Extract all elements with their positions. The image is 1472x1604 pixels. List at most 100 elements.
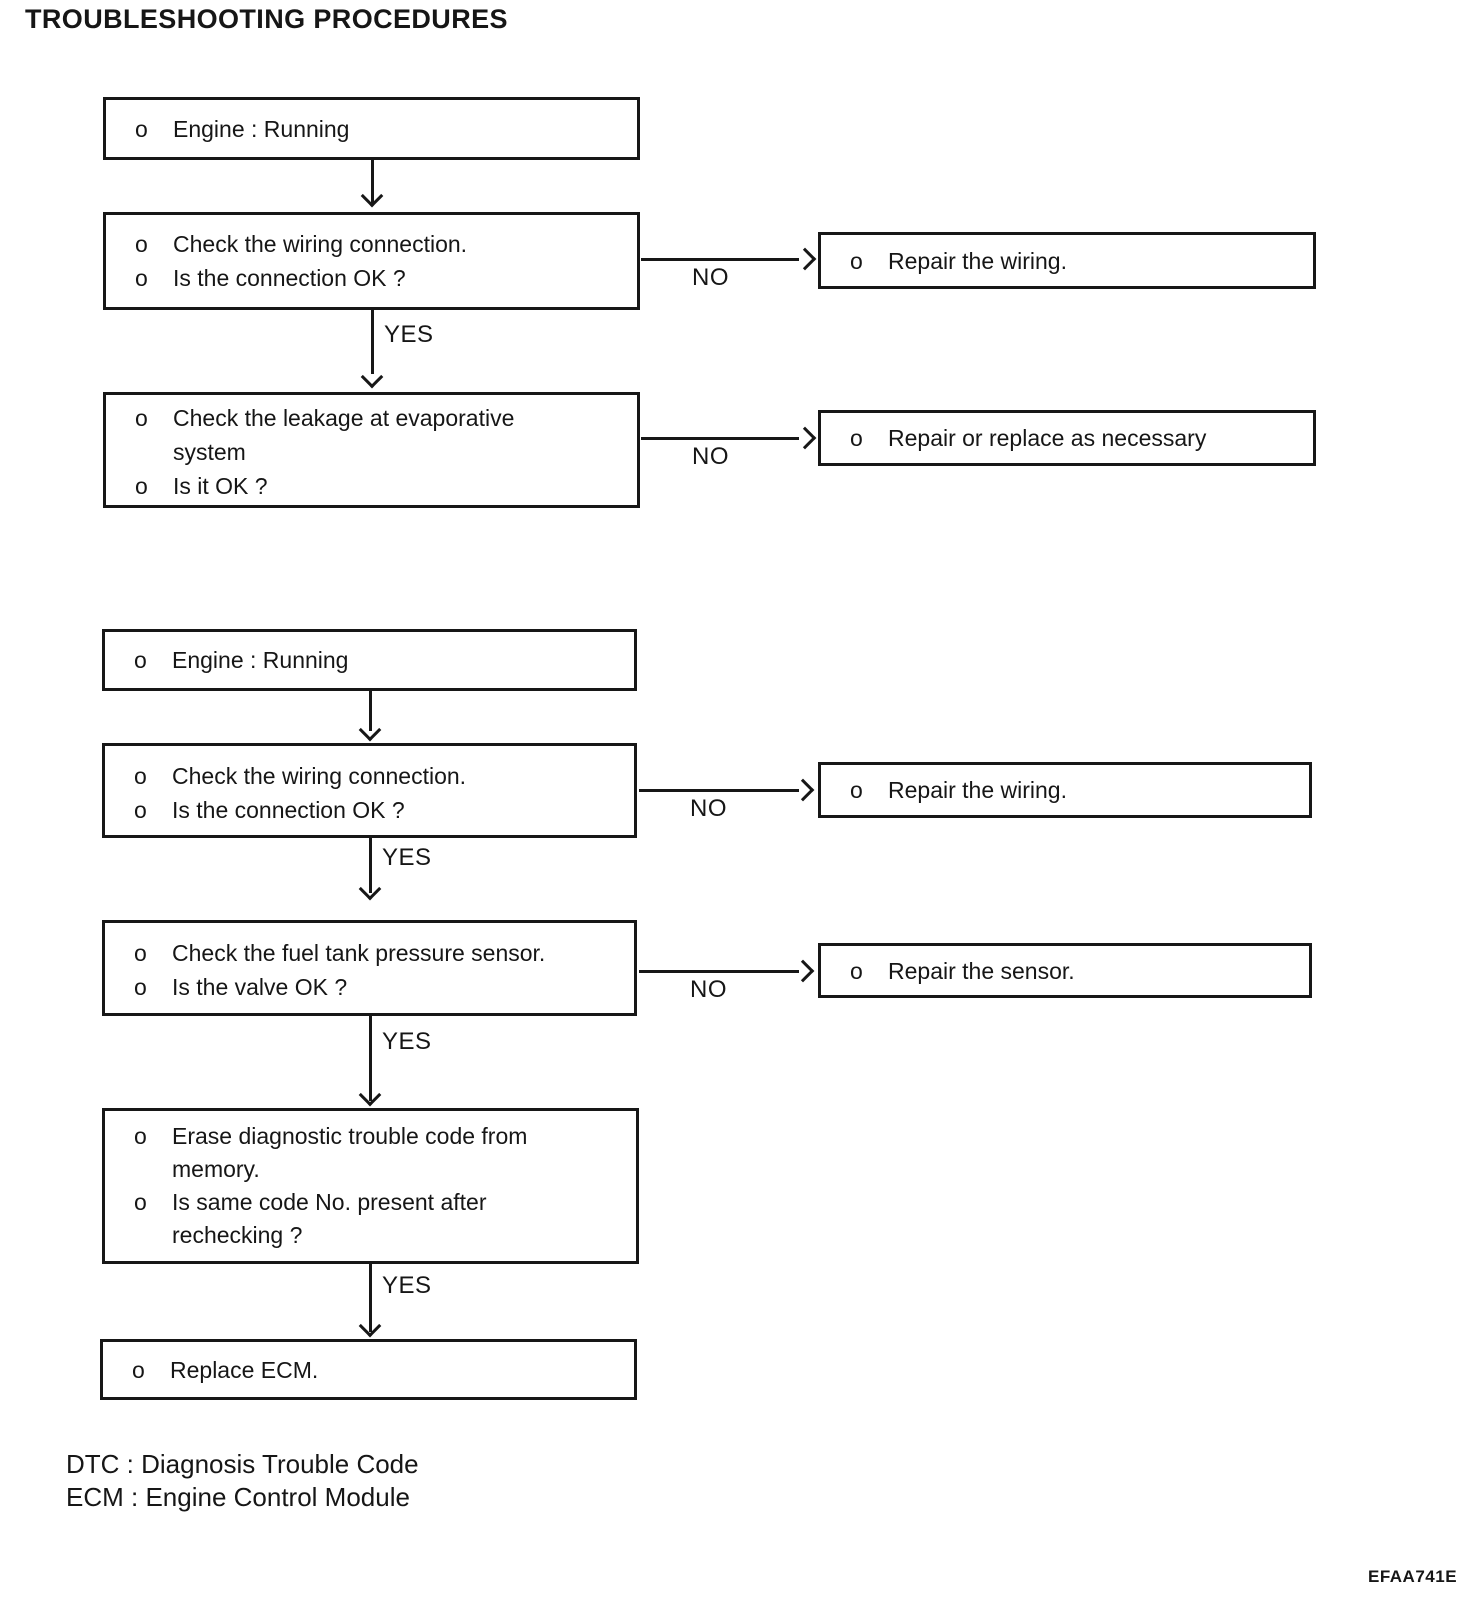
step-item: o Check the leakage at evaporative syste… bbox=[106, 401, 637, 469]
step-text-line: rechecking ? bbox=[172, 1222, 303, 1248]
step-text: Is it OK ? bbox=[173, 473, 268, 499]
bullet-marker: o bbox=[134, 797, 147, 823]
step-item: o Check the wiring connection. bbox=[105, 759, 634, 793]
step-item: o Is the connection OK ? bbox=[106, 261, 637, 295]
step-text: Engine : Running bbox=[172, 647, 349, 673]
flow2-yes2-head bbox=[358, 1083, 382, 1107]
flow2-no2-head bbox=[791, 959, 815, 983]
page-title: TROUBLESHOOTING PROCEDURES bbox=[25, 4, 508, 34]
step-text-line: Check the leakage at evaporative bbox=[173, 405, 515, 431]
step-item: o Is it OK ? bbox=[106, 469, 637, 503]
step-text: Engine : Running bbox=[173, 115, 350, 142]
flow2-yes3-head bbox=[358, 1314, 382, 1338]
step-text-line: system bbox=[173, 439, 246, 465]
step-item: o Is same code No. present after recheck… bbox=[105, 1186, 636, 1252]
step-text: Is the connection OK ? bbox=[172, 797, 405, 823]
step-item: o Engine : Running bbox=[106, 112, 637, 146]
step-item: o Repair the sensor. bbox=[821, 954, 1309, 988]
bullet-marker: o bbox=[135, 265, 148, 291]
footnote-dtc: DTC : Diagnosis Trouble Code bbox=[66, 1449, 419, 1479]
bullet-marker: o bbox=[850, 777, 863, 803]
step-text: Check the fuel tank pressure sensor. bbox=[172, 940, 546, 966]
bullet-marker: o bbox=[135, 231, 148, 257]
flow2-engine-box: o Engine : Running bbox=[102, 629, 637, 691]
no-label: NO bbox=[690, 795, 727, 822]
step-text: Repair the wiring. bbox=[888, 777, 1067, 803]
bullet-marker: o bbox=[850, 425, 863, 451]
flow1-yes1-head bbox=[360, 365, 384, 389]
bullet-marker: o bbox=[134, 1189, 147, 1215]
flow1-no2-line bbox=[641, 437, 799, 440]
flow2-yes2-stem bbox=[369, 1016, 372, 1101]
flow2-check-sensor-box: o Check the fuel tank pressure sensor. o… bbox=[102, 920, 637, 1016]
step-text: Replace ECM. bbox=[170, 1356, 319, 1383]
step-item: o Replace ECM. bbox=[103, 1353, 634, 1387]
flow1-engine-box: o Engine : Running bbox=[103, 97, 640, 160]
no-label: NO bbox=[690, 976, 727, 1003]
yes-label: YES bbox=[382, 1028, 432, 1055]
step-text: Check the wiring connection. bbox=[173, 231, 468, 257]
bullet-marker: o bbox=[135, 115, 148, 142]
step-text: Repair the wiring. bbox=[888, 247, 1067, 274]
flow2-arrow1-head bbox=[358, 718, 382, 742]
flow1-yes1-stem bbox=[371, 310, 374, 374]
yes-label: YES bbox=[384, 321, 434, 348]
step-text: Repair or replace as necessary bbox=[888, 425, 1207, 451]
flow1-arrow1-stem bbox=[371, 160, 374, 203]
step-item: o Erase diagnostic trouble code from mem… bbox=[105, 1120, 636, 1186]
bullet-marker: o bbox=[850, 247, 863, 274]
no-label: NO bbox=[692, 443, 729, 470]
bullet-marker: o bbox=[134, 763, 147, 789]
flow2-no1-head bbox=[791, 778, 815, 802]
step-item: o Check the wiring connection. bbox=[106, 227, 637, 261]
bullet-marker: o bbox=[134, 1123, 147, 1149]
flow2-no2-line bbox=[639, 970, 799, 973]
step-text: Check the leakage at evaporative system bbox=[173, 401, 514, 469]
flow2-yes3-stem bbox=[369, 1264, 372, 1332]
flow1-no1-head bbox=[793, 247, 817, 271]
bullet-marker: o bbox=[134, 940, 147, 966]
step-text: Is the connection OK ? bbox=[173, 265, 406, 291]
step-text: Repair the sensor. bbox=[888, 957, 1075, 984]
flow1-no1-line bbox=[641, 258, 799, 261]
flow2-repair-wiring-box: o Repair the wiring. bbox=[818, 762, 1312, 818]
flow2-arrow1-stem bbox=[369, 691, 372, 731]
flow2-check-wiring-box: o Check the wiring connection. o Is the … bbox=[102, 743, 637, 838]
step-text: Erase diagnostic trouble code from memor… bbox=[172, 1120, 527, 1186]
yes-label: YES bbox=[382, 1272, 432, 1299]
step-item: o Repair or replace as necessary bbox=[821, 421, 1313, 455]
bullet-marker: o bbox=[850, 957, 863, 984]
no-label: NO bbox=[692, 264, 729, 291]
step-text: Check the wiring connection. bbox=[172, 763, 467, 789]
flow2-replace-ecm-box: o Replace ECM. bbox=[100, 1339, 637, 1400]
step-item: o Repair the wiring. bbox=[821, 773, 1309, 807]
bullet-marker: o bbox=[135, 473, 148, 499]
flow2-yes1-stem bbox=[369, 838, 372, 893]
step-item: o Check the fuel tank pressure sensor. bbox=[105, 936, 634, 970]
step-text: Is same code No. present after recheckin… bbox=[172, 1186, 487, 1252]
footnote-ecm: ECM : Engine Control Module bbox=[66, 1482, 410, 1512]
step-text: Is the valve OK ? bbox=[172, 974, 348, 1000]
step-item: o Is the connection OK ? bbox=[105, 793, 634, 827]
flow2-yes1-head bbox=[358, 877, 382, 901]
flow2-repair-sensor-box: o Repair the sensor. bbox=[818, 943, 1312, 998]
step-text-line: Erase diagnostic trouble code from bbox=[172, 1123, 528, 1149]
bullet-marker: o bbox=[134, 647, 147, 673]
flow1-repair-wiring-box: o Repair the wiring. bbox=[818, 232, 1316, 289]
bullet-marker: o bbox=[135, 405, 148, 431]
flow1-repair-replace-box: o Repair or replace as necessary bbox=[818, 410, 1316, 466]
flow1-no2-head bbox=[793, 426, 817, 450]
flow1-check-leakage-box: o Check the leakage at evaporative syste… bbox=[103, 392, 640, 508]
flow1-check-wiring-box: o Check the wiring connection. o Is the … bbox=[103, 212, 640, 310]
step-item: o Repair the wiring. bbox=[821, 244, 1313, 278]
step-text-line: Is same code No. present after bbox=[172, 1189, 487, 1215]
flow2-erase-dtc-box: o Erase diagnostic trouble code from mem… bbox=[102, 1108, 639, 1264]
figure-code: EFAA741E bbox=[1368, 1567, 1458, 1586]
step-item: o Is the valve OK ? bbox=[105, 970, 634, 1004]
step-text-line: memory. bbox=[172, 1156, 260, 1182]
yes-label: YES bbox=[382, 844, 432, 871]
step-item: o Engine : Running bbox=[105, 643, 634, 677]
flow1-arrow1-head bbox=[360, 184, 384, 208]
flow2-no1-line bbox=[639, 789, 799, 792]
